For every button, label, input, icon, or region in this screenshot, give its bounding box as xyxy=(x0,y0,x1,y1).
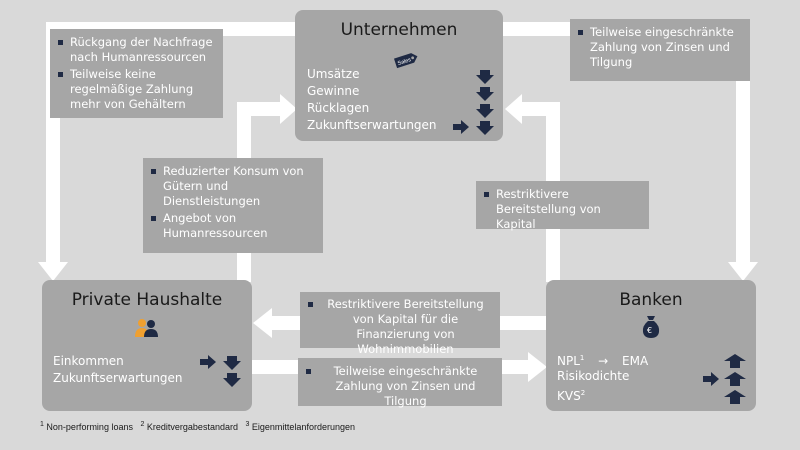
kvs-row: KVS2 xyxy=(557,385,585,405)
npl-footnote-ref: 1 xyxy=(579,354,585,362)
einkommen-down-arrow-icon xyxy=(223,356,241,370)
footnote-1: Non-performing loans xyxy=(46,422,133,432)
callout-top-right-bullet-1: Teilweise eingeschränkte Zahlung von Zin… xyxy=(578,25,742,70)
callout-bottom-lower: Teilweise eingeschränkte Zahlung von Zin… xyxy=(298,358,502,408)
svg-text:Sales: Sales xyxy=(397,57,412,67)
unternehmen-title: Unternehmen xyxy=(340,20,458,40)
callout-mid-right: Restriktivere Bereitstellung von Kapital xyxy=(476,181,649,232)
banken-node: Banken € NPL1 → EMA Risikodichte KVS2 xyxy=(546,280,756,411)
callout-mid-left-bullet-2: Angebot von Humanressourcen xyxy=(151,211,315,241)
money-bag-icon: € xyxy=(642,316,660,338)
kvs-footnote-ref: 2 xyxy=(580,389,586,397)
npl-label: NPL xyxy=(557,354,580,368)
ema-label: EMA xyxy=(622,354,649,368)
risikodichte-label: Risikodichte xyxy=(557,369,630,383)
unternehmen-node: Unternehmen Sales Umsätze Gewinne Rückla… xyxy=(295,10,503,141)
callout-top-left-bullet-2: Teilweise keine regelmäßige Zahlung mehr… xyxy=(58,67,215,112)
footnotes: 1 Non-performing loans 2 Kreditvergabest… xyxy=(40,421,355,432)
callout-bottom-upper-text: Restriktivere Bereitstellung von Kapital… xyxy=(327,297,484,356)
sales-tag-icon: Sales xyxy=(393,53,418,69)
footnote-2: Kreditvergabestandard xyxy=(146,422,238,432)
unternehmen-item-4: Zukunftserwartungen xyxy=(307,118,437,132)
ema-up-arrow-icon xyxy=(724,354,746,368)
banken-title: Banken xyxy=(619,290,683,310)
risikodichte-right-arrow-icon xyxy=(703,372,719,386)
callout-mid-left: Reduzierter Konsum von Gütern und Dienst… xyxy=(143,158,323,253)
haushalte-item-1: Einkommen xyxy=(53,354,124,368)
callout-top-left-bullet-1: Rückgang der Nachfrage nach Humanressour… xyxy=(58,35,215,65)
haushalte-item-2: Zukunftserwartungen xyxy=(53,371,183,385)
risikodichte-up-arrow-icon xyxy=(724,372,746,386)
people-icon xyxy=(135,319,158,337)
callout-mid-left-bullet-1: Reduzierter Konsum von Gütern und Dienst… xyxy=(151,164,315,209)
umsaetze-down-arrow-icon xyxy=(476,70,494,84)
zukunft-down-arrow-icon xyxy=(476,121,494,135)
npl-arrow-icon: → xyxy=(598,354,609,368)
callout-top-right: Teilweise eingeschränkte Zahlung von Zin… xyxy=(570,19,750,81)
kvs-label: KVS xyxy=(557,389,581,403)
unternehmen-item-1: Umsätze xyxy=(307,67,360,81)
footnote-3: Eigenmittelanforderungen xyxy=(251,422,355,432)
gewinne-down-arrow-icon xyxy=(476,87,494,101)
ruecklagen-down-arrow-icon xyxy=(476,104,494,118)
callout-bottom-upper: Restriktivere Bereitstellung von Kapital… xyxy=(300,292,500,356)
zukunft-right-arrow-icon xyxy=(453,120,469,134)
svg-text:€: € xyxy=(647,326,652,335)
callout-bottom-lower-text: Teilweise eingeschränkte Zahlung von Zin… xyxy=(333,364,478,408)
callout-mid-right-bullet-1: Restriktivere Bereitstellung von Kapital xyxy=(484,187,641,232)
npl-row: NPL1 → EMA xyxy=(557,350,648,370)
callout-top-left: Rückgang der Nachfrage nach Humanressour… xyxy=(50,29,223,118)
haushalte-node: Private Haushalte Einkommen Zukunftserwa… xyxy=(42,280,252,411)
kvs-up-arrow-icon xyxy=(724,390,746,404)
einkommen-right-arrow-icon xyxy=(200,355,216,369)
haushalte-title: Private Haushalte xyxy=(71,290,223,310)
unternehmen-item-2: Gewinne xyxy=(307,84,360,98)
haushalte-zukunft-down-arrow-icon xyxy=(223,373,241,387)
unternehmen-item-3: Rücklagen xyxy=(307,101,370,115)
